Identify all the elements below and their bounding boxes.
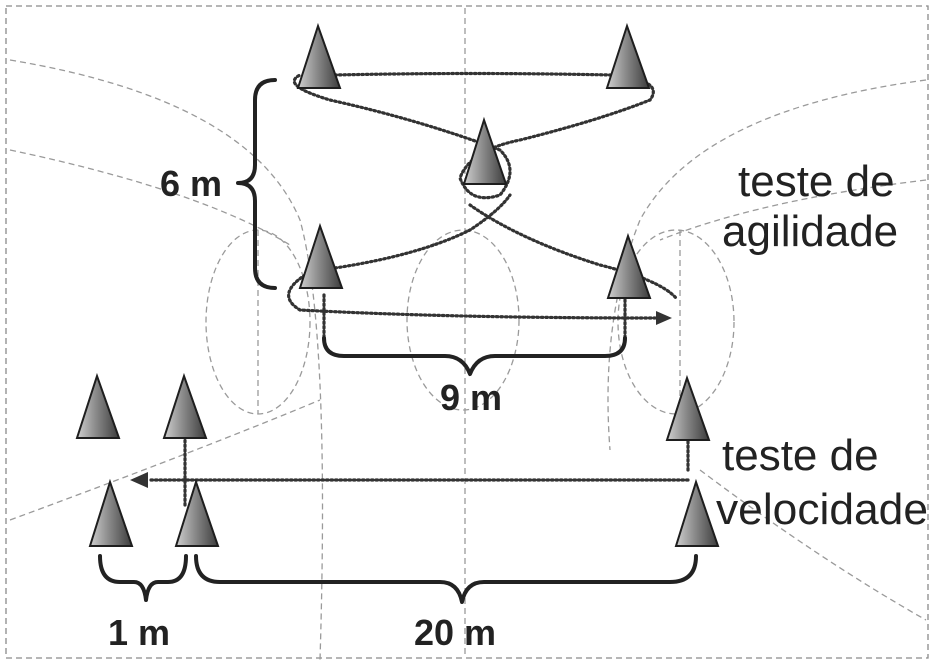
left-arc-outer bbox=[9, 59, 324, 661]
agility-cross-1 bbox=[333, 193, 512, 270]
agility-cross-2 bbox=[468, 203, 678, 300]
arrow-icon bbox=[656, 311, 672, 325]
cone-icon bbox=[298, 222, 344, 289]
right-lower-arc bbox=[699, 469, 927, 621]
field-guide-lines bbox=[9, 8, 927, 661]
label-speed-line2: velocidade bbox=[716, 485, 928, 534]
label-agility-line2: agilidade bbox=[722, 207, 898, 256]
left-diagonal bbox=[9, 149, 291, 246]
cone-icon bbox=[174, 478, 220, 547]
measurement-braces bbox=[98, 78, 698, 604]
brace-6m bbox=[236, 78, 277, 290]
label-speed-line1: teste de bbox=[722, 431, 879, 480]
right-ellipse bbox=[617, 229, 735, 415]
agility-bottom bbox=[287, 273, 657, 320]
label-twenty-m: 20 m bbox=[414, 612, 496, 653]
label-nine-m: 9 m bbox=[440, 377, 502, 418]
cone-icon bbox=[296, 22, 342, 89]
arrow-icon bbox=[130, 472, 148, 488]
cone-icon bbox=[162, 372, 208, 439]
left-lower-arc bbox=[9, 399, 321, 521]
field-border bbox=[5, 5, 929, 659]
label-six-m: 6 m bbox=[160, 163, 222, 204]
cone-icon bbox=[605, 22, 651, 89]
cone-icon bbox=[88, 478, 134, 547]
right-arc-outer bbox=[607, 79, 927, 451]
center-ellipse bbox=[406, 229, 520, 411]
brace-9m bbox=[322, 336, 627, 376]
cone-icon bbox=[75, 372, 121, 439]
cone-icon bbox=[674, 478, 720, 547]
brace-1m bbox=[98, 554, 188, 602]
cones bbox=[75, 22, 720, 547]
label-one-m: 1 m bbox=[108, 612, 170, 653]
cone-icon bbox=[665, 374, 711, 441]
cone-icon bbox=[606, 232, 652, 299]
brace-20m bbox=[194, 554, 698, 604]
cone-icon bbox=[462, 116, 508, 185]
label-agility-line1: teste de bbox=[738, 157, 895, 206]
right-diagonal bbox=[659, 179, 927, 241]
speed-path bbox=[130, 293, 690, 507]
